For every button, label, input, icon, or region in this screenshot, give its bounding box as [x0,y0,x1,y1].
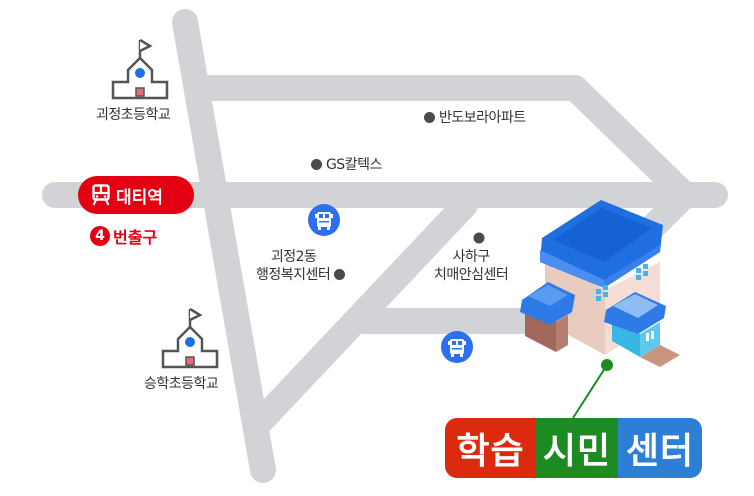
landmark-goejeong2dong-center: 괴정2동 행정복지센터 [256,248,346,284]
school-icon [111,38,169,100]
bus-icon [315,212,333,230]
landmark-label-line2: 행정복지센터 [256,267,331,283]
landmark-saha-dementia-center: 사하구 치매안심센터 [434,248,509,284]
landmark-label-line2-row: 행정복지센터 [256,266,346,284]
landmark-label: GS칼텍스 [325,157,382,173]
landmark-bando-bora-apt: 반도보라아파트 [424,109,526,127]
landmark-label-line2: 치매안심센터 [434,267,509,283]
road-top [187,75,698,208]
bus-stop-1 [308,204,340,236]
subway-station-badge: 대티역 [78,176,194,214]
exit-label: 번출구 [113,228,158,247]
destination-name-part3: 센터 [618,418,702,478]
school-icon [161,307,219,369]
landmark-label-goejeong-elementary: 괴정초등학교 [96,107,171,123]
dot-marker-icon [334,269,346,280]
subway-icon [92,184,110,206]
landmark-label: 반도보라아파트 [438,110,526,126]
destination-name-part2: 시민 [536,418,618,478]
bus-stop-2 [441,331,473,363]
exit-number-badge: 4 [90,226,110,246]
destination-pin-dot [601,359,613,371]
destination-name-part1: 학습 [445,418,536,478]
station-exit: 4 번출구 [90,224,157,248]
bus-icon [448,339,466,357]
landmark-gs-caltex: GS칼텍스 [311,156,382,174]
destination-pointer-line [572,364,608,419]
dot-marker-icon [473,232,485,244]
landmark-label-seunghak-elementary: 승학초등학교 [144,376,219,392]
station-name: 대티역 [116,187,163,208]
landmark-label-line1: 사하구 [452,249,491,265]
dot-marker-icon [311,159,322,170]
destination-name-badge: 학습 시민 센터 [445,418,702,478]
building-icon [520,200,680,367]
dot-marker-icon [424,112,435,123]
landmark-label-line1: 괴정2동 [270,249,317,265]
